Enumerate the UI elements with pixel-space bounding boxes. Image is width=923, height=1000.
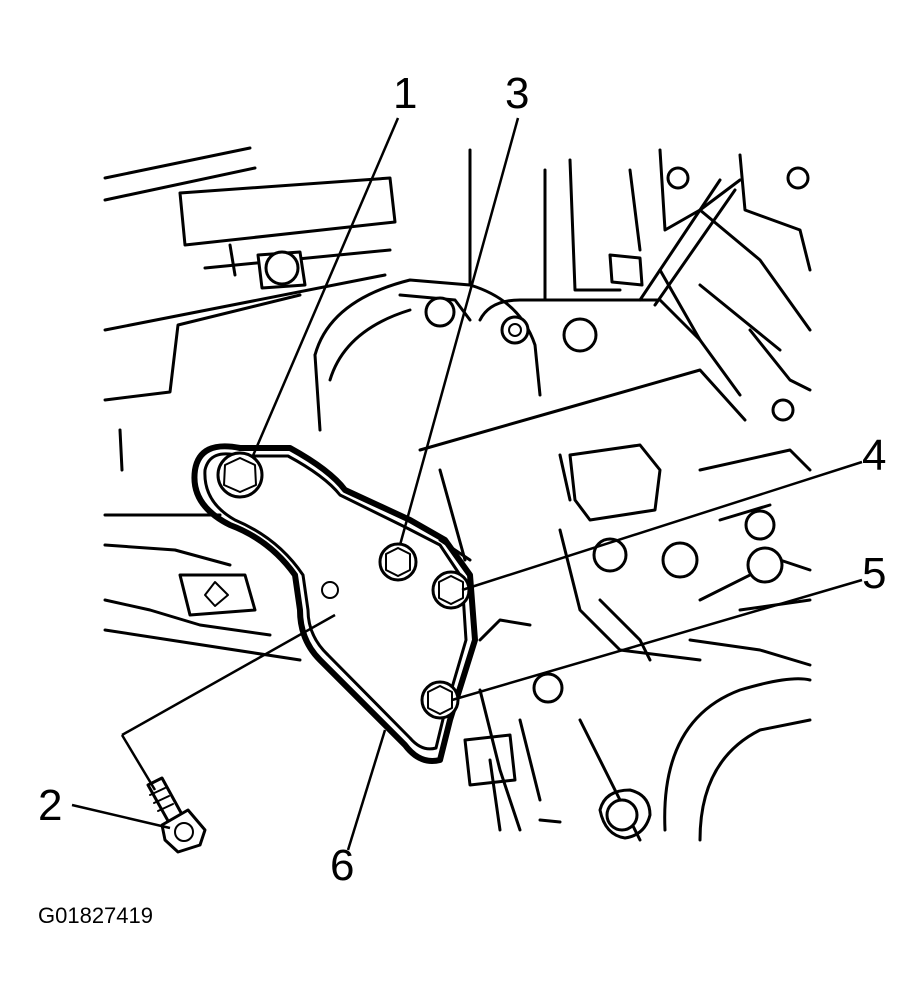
leader-5 bbox=[451, 578, 863, 702]
bracket-bolts bbox=[216, 451, 471, 720]
leader-4 bbox=[461, 460, 863, 592]
leader-lines bbox=[71, 117, 863, 851]
leader-2-to-hole bbox=[121, 613, 336, 737]
callout-labels: 1 3 4 5 2 6 bbox=[38, 69, 886, 890]
background-bolts bbox=[256, 166, 810, 832]
figure-id: G01827419 bbox=[38, 903, 153, 928]
callout-5: 5 bbox=[862, 549, 886, 598]
leader-2 bbox=[71, 803, 171, 830]
callout-3: 3 bbox=[505, 69, 529, 118]
callout-1: 1 bbox=[393, 69, 417, 118]
mounting-bracket bbox=[191, 443, 478, 764]
leader-1 bbox=[250, 117, 400, 459]
callout-6: 6 bbox=[330, 841, 354, 890]
callout-4: 4 bbox=[862, 431, 886, 480]
leader-6 bbox=[346, 729, 387, 851]
callout-2: 2 bbox=[38, 781, 62, 830]
leader-2-vertical bbox=[120, 734, 157, 791]
leader-3 bbox=[398, 117, 520, 546]
loose-bolt-2 bbox=[146, 776, 207, 854]
